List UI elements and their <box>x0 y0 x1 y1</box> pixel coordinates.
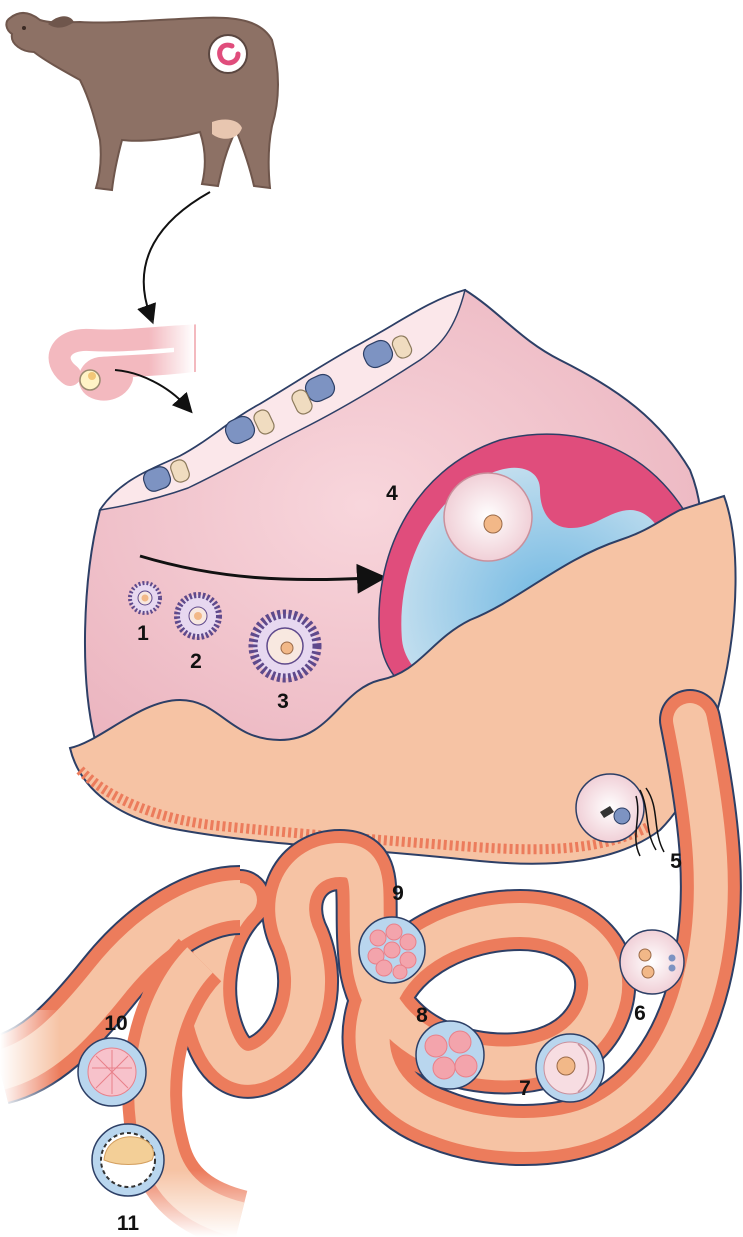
stage-11-blastocyst <box>92 1124 164 1196</box>
label-stage-2: 2 <box>190 650 202 673</box>
tract-ovary-core <box>88 372 96 380</box>
label-stage-11: 11 <box>117 1212 140 1235</box>
arrow-cow-to-tract <box>144 192 210 315</box>
label-stage-10: 10 <box>104 1012 127 1035</box>
stage-8-four-cell <box>416 1021 484 1089</box>
follicle-primary <box>130 583 160 613</box>
label-stage-1: 1 <box>137 622 149 645</box>
cow-illustration <box>6 13 278 190</box>
label-stage-9: 9 <box>392 882 404 905</box>
oocyte-nucleus <box>484 515 502 533</box>
tube-fade-left <box>0 1010 60 1130</box>
tract-fade <box>149 320 194 380</box>
label-stage-5: 5 <box>670 850 682 873</box>
stage-10-morula <box>78 1038 146 1106</box>
label-stage-6: 6 <box>634 1002 646 1025</box>
label-stage-8: 8 <box>416 1004 428 1027</box>
label-stage-4: 4 <box>386 482 398 505</box>
label-stage-3: 3 <box>277 690 289 713</box>
stage-9-eight-cell <box>359 917 425 983</box>
follicle-tertiary <box>253 614 317 678</box>
stage-6-zygote <box>620 930 684 994</box>
reproductive-tract-icon <box>60 320 194 390</box>
cow-ovary-inset <box>209 35 247 73</box>
follicle-secondary <box>177 595 219 637</box>
cow-eye <box>22 26 26 30</box>
label-stage-7: 7 <box>519 1077 531 1100</box>
stage-7-two-cell <box>536 1034 604 1102</box>
